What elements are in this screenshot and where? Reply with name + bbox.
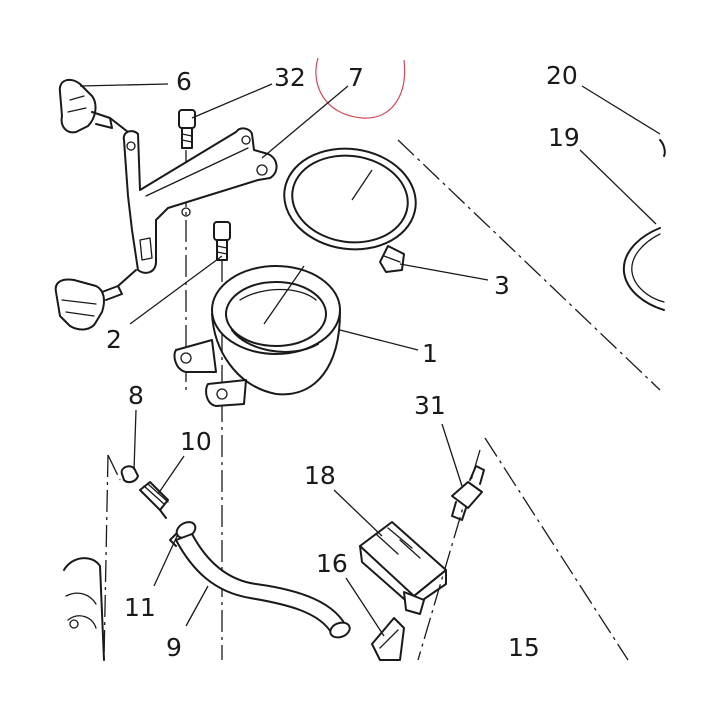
part-19-gasket <box>622 139 666 311</box>
callout-9: 9 <box>166 633 182 662</box>
part-18-sensor-connector <box>359 521 447 615</box>
callout-7: 7 <box>348 63 364 92</box>
part-6-grommet-lower <box>54 269 137 331</box>
highlight-marker <box>315 57 406 119</box>
part-16-bracket <box>371 617 405 661</box>
callout-3: 3 <box>494 271 510 300</box>
callout-2: 2 <box>106 325 122 354</box>
part-8-clip <box>120 465 139 484</box>
callout-18: 18 <box>304 461 336 490</box>
callout-1: 1 <box>422 339 438 368</box>
callout-6: 6 <box>176 67 192 96</box>
part-6-grommet-upper <box>58 78 129 134</box>
callout-31: 31 <box>414 391 446 420</box>
leader-lines <box>79 83 661 637</box>
callout-15: 15 <box>508 633 540 662</box>
part-7-bracket <box>122 127 278 274</box>
part-9-hose <box>175 533 351 639</box>
callout-11: 11 <box>124 593 156 622</box>
callout-16: 16 <box>316 549 348 578</box>
callout-20: 20 <box>546 61 578 90</box>
callout-8: 8 <box>128 381 144 410</box>
callout-19: 19 <box>548 123 580 152</box>
part-32-screw <box>178 109 196 149</box>
part-31-sensor <box>451 465 485 521</box>
part-10-fitting <box>139 481 169 519</box>
engine-fragment <box>63 557 105 661</box>
callout-32: 32 <box>274 63 306 92</box>
callout-labels: 6 32 7 20 19 3 2 1 8 10 31 18 16 11 9 15 <box>106 61 580 662</box>
callout-10: 10 <box>180 427 212 456</box>
part-1-throttle-flange <box>173 265 341 407</box>
part-3-hose-clamp <box>283 147 417 273</box>
part-2-screw <box>213 221 231 261</box>
